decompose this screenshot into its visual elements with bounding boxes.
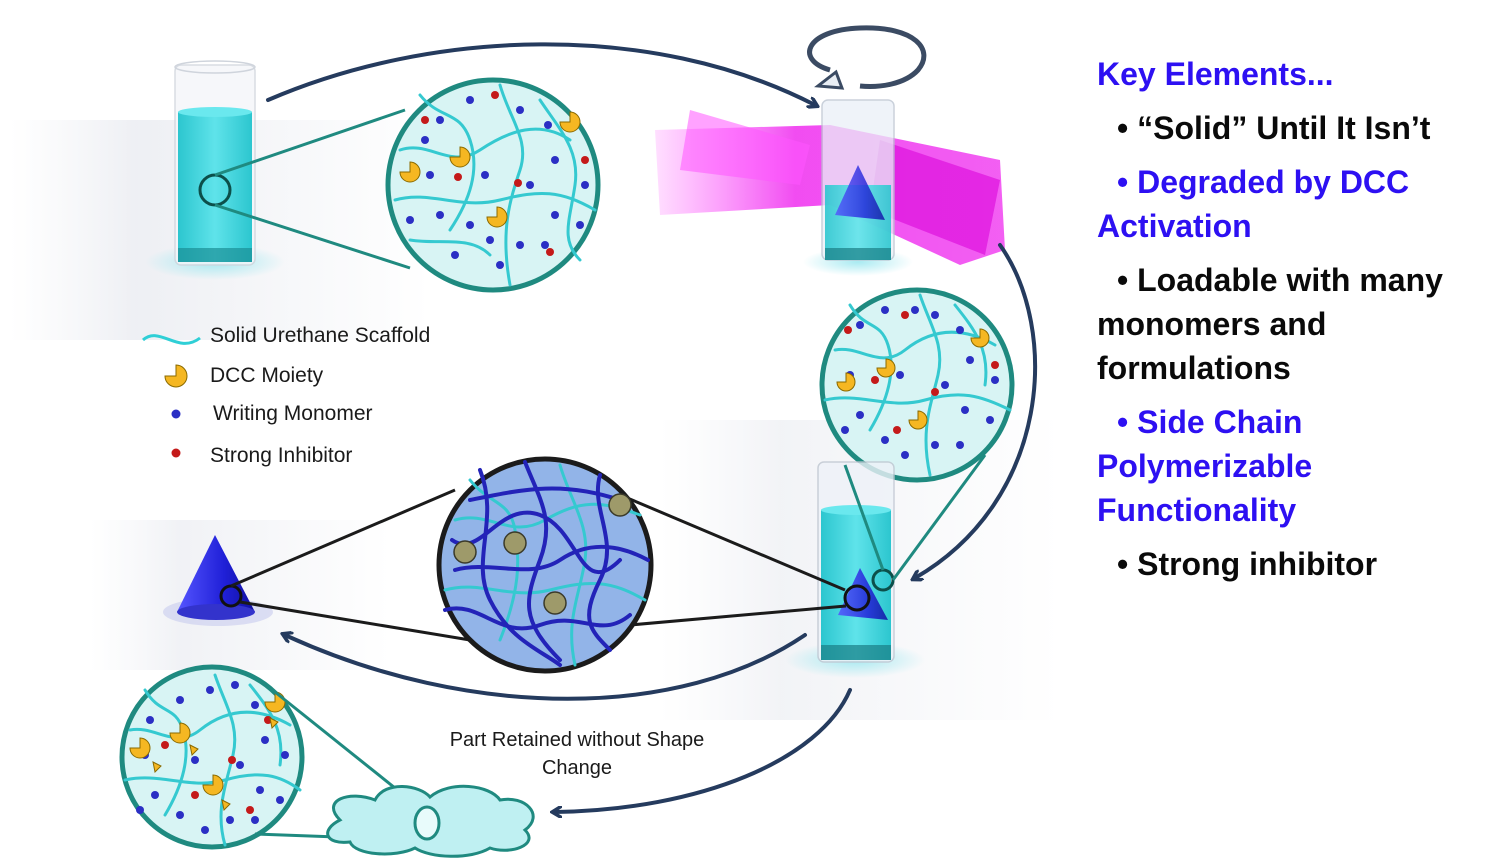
legend-dcc-label: DCC Moiety xyxy=(210,364,324,387)
key-elements-panel: Key Elements... • “Solid” Until It Isn’t… xyxy=(1097,52,1487,596)
legend-inhibitor-swatch xyxy=(171,448,181,458)
zoom-circle-degraded xyxy=(119,664,421,850)
zoom-circle-cured xyxy=(436,456,654,674)
arrow-to-printed-vial xyxy=(915,243,1038,578)
process-arrows xyxy=(266,42,1038,812)
arrow-to-part xyxy=(285,635,807,701)
legend-monomer-label: Writing Monomer xyxy=(213,402,373,425)
vial-initial xyxy=(145,60,411,280)
key-element-item: • Loadable with many monomers and formul… xyxy=(1097,262,1443,386)
caption-line-1: Part Retained without Shape xyxy=(450,729,705,751)
zoom-circle-activated xyxy=(819,287,1015,483)
legend-dcc-swatch xyxy=(164,364,188,388)
legend-scaffold-label: Solid Urethane Scaffold xyxy=(210,324,430,347)
legend-inhibitor-label: Strong Inhibitor xyxy=(210,444,352,467)
key-element-item: • Strong inhibitor xyxy=(1117,546,1378,582)
legend-scaffold-swatch xyxy=(142,334,201,345)
vial-printed-part xyxy=(785,454,987,678)
rotation-arrow-icon xyxy=(807,25,927,90)
zoom-circle-initial xyxy=(385,77,601,293)
key-elements-title: Key Elements... xyxy=(1097,56,1334,92)
key-element-item: • Degraded by DCC Activation xyxy=(1097,164,1410,244)
arrow-to-printing xyxy=(266,42,815,105)
key-element-item: • Side Chain Polymerizable Functionality xyxy=(1097,404,1313,528)
arrow-to-degradation xyxy=(555,688,852,812)
vial-laser-printing xyxy=(655,25,1005,276)
cone-part-icon xyxy=(163,535,273,626)
key-element-item: • “Solid” Until It Isn’t xyxy=(1117,110,1431,146)
zoom-lines-cured xyxy=(230,488,847,642)
cloud-puddle-icon xyxy=(326,784,535,858)
legend-monomer-swatch xyxy=(171,409,181,419)
legend: Solid Urethane Scaffold DCC Moiety Writi… xyxy=(142,324,430,467)
caption-line-2: Change xyxy=(542,757,612,779)
